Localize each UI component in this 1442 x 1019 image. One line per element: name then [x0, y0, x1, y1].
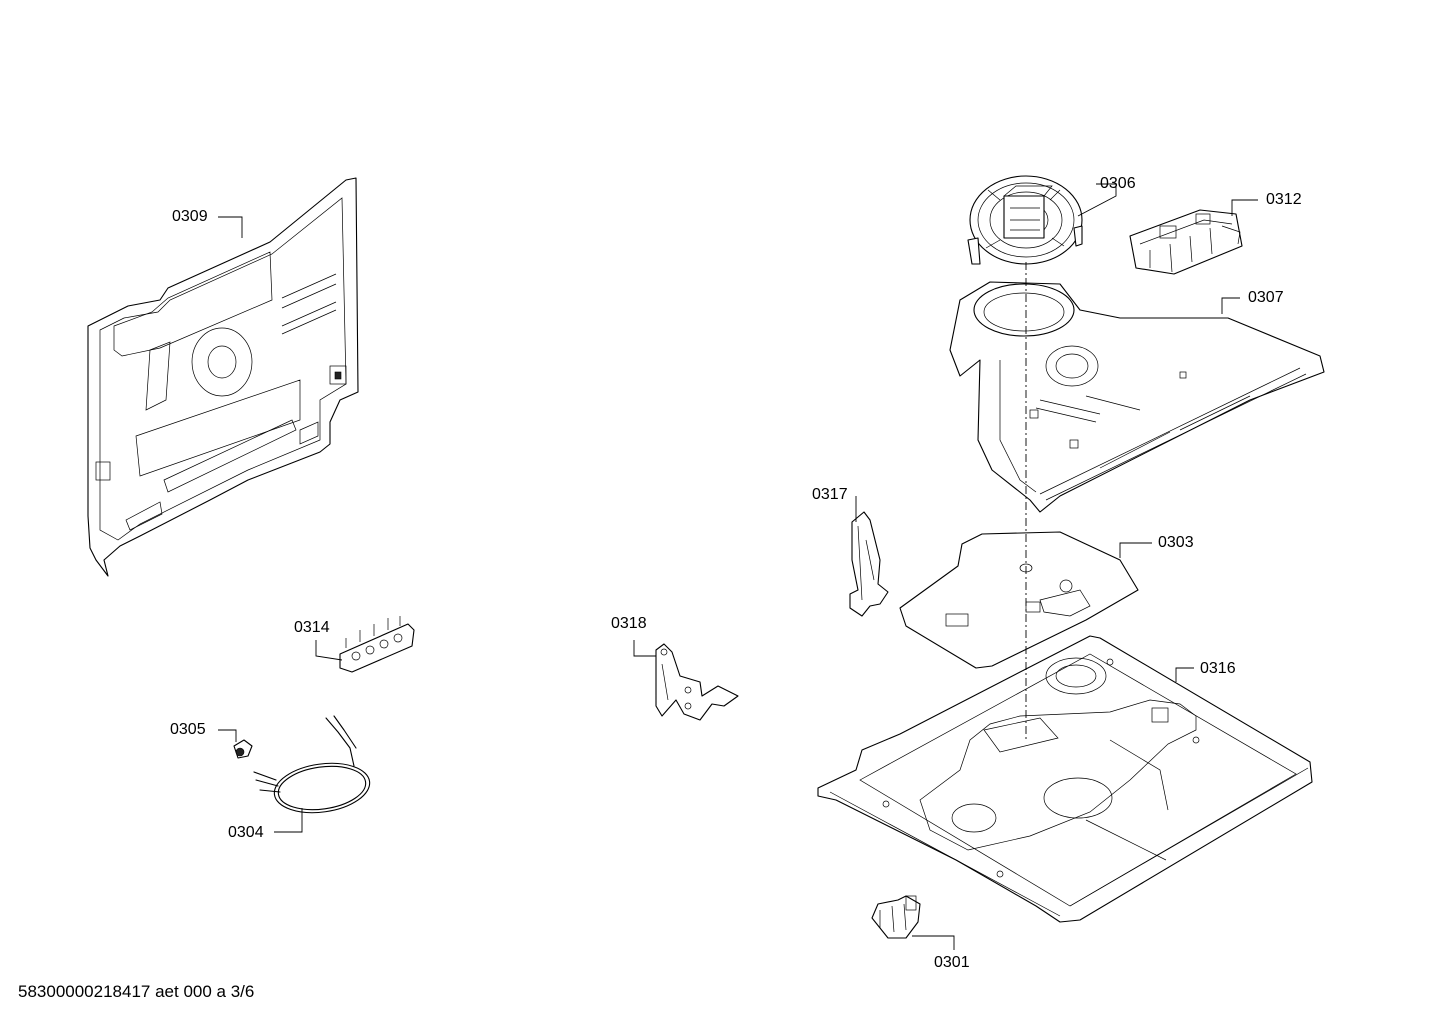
part-0318-bracket — [655, 643, 739, 721]
label-0309: 0309 — [172, 208, 208, 225]
leader-lines — [218, 183, 1258, 950]
label-0318: 0318 — [611, 615, 647, 632]
document-reference: 58300000218417 aet 000 a 3/6 — [18, 982, 255, 1001]
part-0301-switch — [871, 895, 921, 939]
label-0301: 0301 — [934, 954, 970, 971]
label-0312: 0312 — [1266, 191, 1302, 208]
part-0304-cable — [253, 715, 371, 814]
part-0317-bracket — [849, 511, 889, 617]
label-0317: 0317 — [812, 486, 848, 503]
part-0309-rear-panel — [87, 177, 359, 577]
label-0306: 0306 — [1100, 175, 1136, 192]
label-0303: 0303 — [1158, 534, 1194, 551]
part-0312-switch — [1129, 209, 1243, 275]
part-0303-plate — [899, 531, 1139, 669]
label-0314: 0314 — [294, 619, 330, 636]
part-0307-air-duct — [949, 281, 1325, 513]
label-0304: 0304 — [228, 824, 264, 841]
label-0305: 0305 — [170, 721, 206, 738]
part-0306-fan — [967, 175, 1083, 265]
label-0307: 0307 — [1248, 289, 1284, 306]
part-0305-connector — [233, 739, 253, 759]
label-0316: 0316 — [1200, 660, 1236, 677]
part-0316-base-tray — [817, 635, 1313, 923]
part-0314-terminal-strip — [339, 616, 415, 673]
